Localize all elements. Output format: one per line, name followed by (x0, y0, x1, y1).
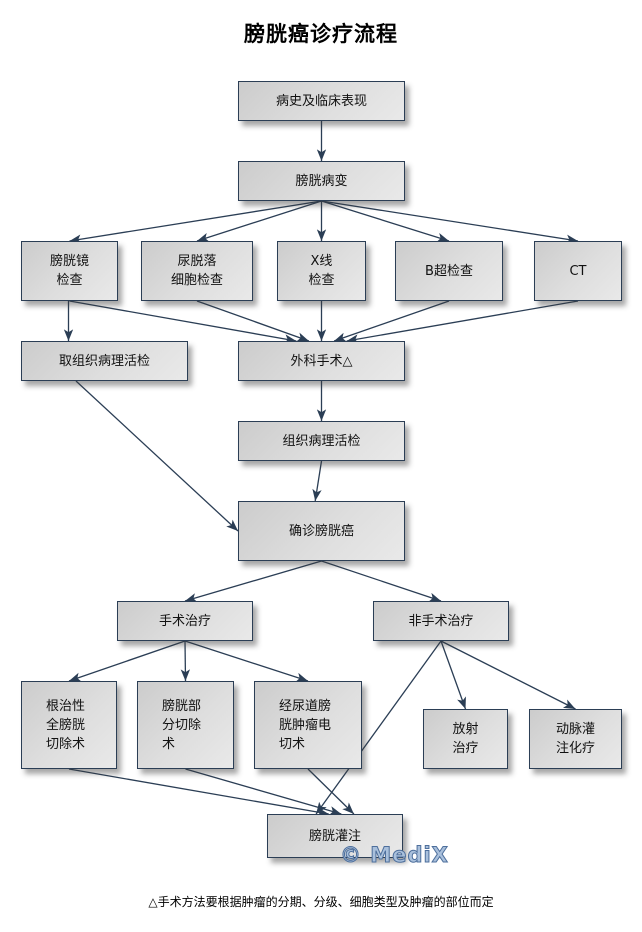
node-take-biopsy: 取组织病理活检 (21, 341, 188, 381)
arrow-turbt-to-instillation (307, 768, 355, 815)
node-label: X线 检查 (308, 254, 335, 288)
node-label: 外科手术△ (290, 353, 353, 369)
node-label: 病史及临床表现 (275, 93, 367, 109)
arrow-radical-to-instillation (68, 768, 329, 817)
node-label: 膀胱镜 检查 (49, 254, 89, 288)
node-pathology-biopsy: 组织病理活检 (238, 421, 405, 461)
arrow-lesion-to-ultrasound (321, 200, 450, 242)
arrow-biopsy_take-to-diagnosis (75, 380, 239, 532)
node-label: 膀胱部 分切除 术 (162, 698, 202, 752)
arrow-diagnosis-to-surgical_tx (184, 560, 322, 603)
arrow-ultrasound-to-surgery (333, 300, 450, 342)
node-surgical-treatment: 手术治疗 (117, 601, 253, 641)
node-bladder-lesion: 膀胱病变 (238, 161, 405, 201)
watermark-logo: © MediX (340, 843, 449, 868)
node-label: 非手术治疗 (408, 613, 474, 629)
node-label: 组织病理活检 (282, 433, 361, 449)
node-history: 病史及临床表现 (238, 81, 405, 121)
node-label: 经尿道膀 胱肿瘤电 切术 (279, 698, 332, 752)
diagram-title: 膀胱癌诊疗流程 (244, 22, 398, 46)
node-bladder-instillation: 膀胱灌注 (267, 814, 403, 858)
arrow-surgical_tx-to-turbt (184, 640, 309, 682)
node-arterial-chemotherapy: 动脉灌 注化疗 (529, 709, 622, 769)
node-label: 取组织病理活检 (58, 353, 150, 369)
arrow-lesion-to-ct (321, 200, 579, 244)
node-label: 尿脱落 细胞检查 (170, 254, 223, 288)
arrow-surgical_tx-to-partial (180, 640, 191, 682)
node-cystoscopy: 膀胱镜 检查 (21, 241, 118, 301)
arrow-ct-to-surgery (346, 300, 579, 344)
node-label: B超检查 (425, 263, 473, 279)
node-label: CT (569, 263, 587, 279)
arrow-nonsurgical_tx-to-instillation (315, 640, 442, 815)
node-ct: CT (534, 241, 622, 301)
node-partial-cystectomy: 膀胱部 分切除 术 (137, 681, 234, 769)
arrow-partial-to-instillation (185, 768, 342, 816)
arrow-lesion-to-cystoscopy (69, 200, 322, 244)
arrow-lesion-to-urine_cytology (196, 200, 322, 242)
node-surgery: 外科手术△ (238, 341, 405, 381)
node-radiation-therapy: 放射 治疗 (423, 709, 508, 769)
arrow-cystoscopy-to-surgery (69, 300, 297, 344)
node-label: 放射 治疗 (452, 722, 479, 756)
node-urine-cytology: 尿脱落 细胞检查 (141, 241, 253, 301)
arrow-urine_cytology-to-surgery (196, 300, 310, 342)
node-radical-cystectomy: 根治性 全膀胱 切除术 (21, 681, 117, 769)
node-turbt: 经尿道膀 胱肿瘤电 切术 (254, 681, 362, 769)
arrow-diagnosis-to-nonsurgical_tx (321, 560, 442, 602)
arrow-surgical_tx-to-radical (68, 640, 186, 682)
node-diagnosis: 确诊膀胱癌 (238, 501, 405, 561)
footnote: △手术方法要根据肿瘤的分期、分级、细胞类型及肿瘤的部位而定 (148, 895, 494, 909)
node-label: 手术治疗 (158, 613, 211, 629)
arrow-nonsurgical_tx-to-radiation (440, 640, 467, 710)
node-label: 根治性 全膀胱 切除术 (46, 698, 86, 752)
node-xray: X线 检查 (277, 241, 366, 301)
node-ultrasound: B超检查 (395, 241, 503, 301)
node-label: 确诊膀胱癌 (288, 523, 354, 539)
node-nonsurgical-treatment: 非手术治疗 (373, 601, 509, 641)
node-label: 膀胱病变 (295, 173, 348, 189)
arrow-nonsurgical_tx-to-arterial_chemo (440, 640, 576, 710)
node-label: 膀胱灌注 (308, 828, 361, 844)
node-label: 动脉灌 注化疗 (555, 722, 595, 756)
arrow-pathology-to-diagnosis (312, 460, 323, 502)
